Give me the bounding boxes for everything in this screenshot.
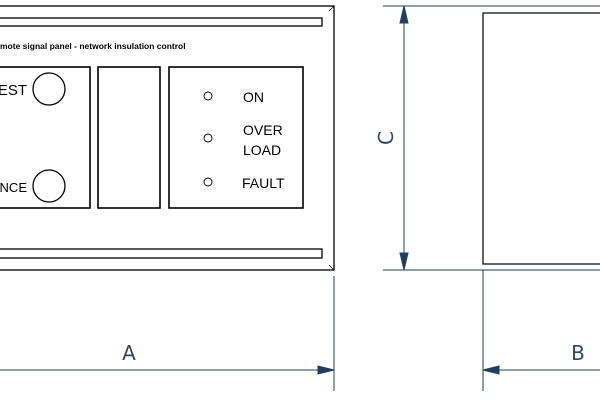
arrow-a-icon — [317, 365, 335, 375]
middle-section — [97, 66, 161, 209]
panel-title: mote signal panel - network insulation c… — [0, 41, 186, 51]
led-on-icon — [203, 91, 213, 101]
led-overload-icon — [203, 133, 213, 143]
led-fault-icon — [203, 177, 213, 187]
panel-outline — [0, 5, 335, 271]
front-view — [0, 5, 335, 271]
arrow-c-bottom-icon — [399, 252, 409, 271]
arrow-c-top-icon — [399, 5, 409, 24]
bottom-slot — [0, 248, 323, 259]
side-view — [482, 12, 600, 265]
button-section — [0, 66, 91, 209]
dimension-lines — [0, 5, 600, 391]
arrow-b-icon — [482, 365, 500, 375]
dimension-label-c: C — [374, 131, 398, 145]
indicator-fault-label: FAULT — [242, 175, 285, 191]
test-button[interactable] — [32, 72, 66, 106]
top-slot — [0, 17, 323, 27]
dimension-label-b: B — [571, 341, 585, 365]
dimension-label-a: A — [122, 341, 136, 365]
corner-bevel-top — [328, 5, 335, 12]
indicator-on-label: ON — [243, 89, 264, 105]
indicator-load-label: LOAD — [243, 142, 281, 158]
test-label: TEST — [0, 82, 27, 99]
indicator-section — [168, 66, 304, 209]
corner-bevel-bottom — [328, 264, 335, 271]
indicator-over-label: OVER — [243, 122, 283, 138]
second-button-label: NCE — [0, 180, 27, 195]
second-button[interactable] — [32, 169, 66, 203]
